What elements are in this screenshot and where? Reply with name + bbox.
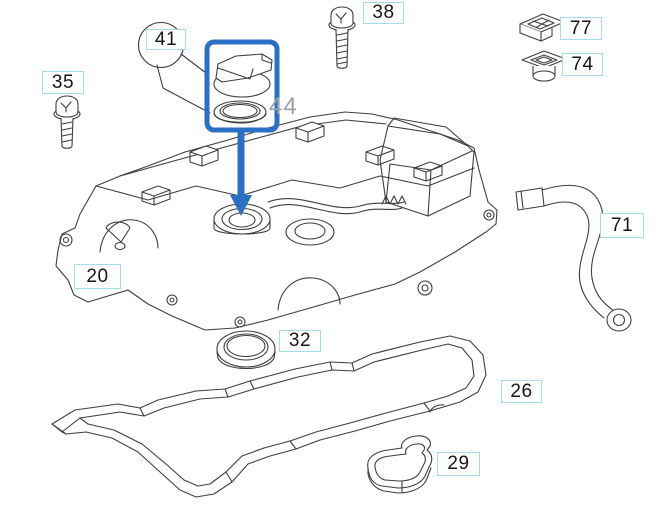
callout-41[interactable]: 41 bbox=[146, 29, 186, 50]
callout-77[interactable]: 77 bbox=[560, 17, 602, 40]
oil-separator-housing bbox=[379, 117, 475, 217]
callout-74[interactable]: 74 bbox=[562, 53, 603, 76]
rubber-grommet-icon bbox=[521, 50, 567, 82]
perimeter-gasket-drawing bbox=[51, 335, 487, 498]
callout-44: 44 bbox=[269, 93, 298, 120]
flange-bolt-short-icon bbox=[53, 95, 81, 149]
cap-seal-ring-icon bbox=[213, 100, 267, 124]
callout-29[interactable]: 29 bbox=[437, 452, 480, 476]
deck-bosses bbox=[141, 121, 443, 206]
callout-32[interactable]: 32 bbox=[279, 330, 321, 352]
highlight-box bbox=[204, 39, 280, 133]
cylinder-head-cover-drawing bbox=[55, 111, 498, 331]
flange-bolt-long-icon bbox=[328, 6, 356, 69]
callout-71[interactable]: 71 bbox=[600, 213, 644, 238]
callout-20[interactable]: 20 bbox=[74, 264, 121, 289]
bolt-holes bbox=[59, 209, 495, 328]
vent-hose-icon bbox=[515, 184, 632, 332]
oil-filler-neck bbox=[213, 203, 271, 235]
cable-clip-icon bbox=[519, 13, 565, 42]
oil-filler-cap-icon bbox=[213, 53, 273, 98]
down-arrow bbox=[230, 131, 252, 216]
callout-26[interactable]: 26 bbox=[501, 380, 542, 403]
small-gasket-icon bbox=[367, 435, 433, 494]
callout-35[interactable]: 35 bbox=[42, 71, 84, 94]
callout-38[interactable]: 38 bbox=[363, 2, 404, 24]
round-seal-ring-icon bbox=[216, 330, 276, 369]
